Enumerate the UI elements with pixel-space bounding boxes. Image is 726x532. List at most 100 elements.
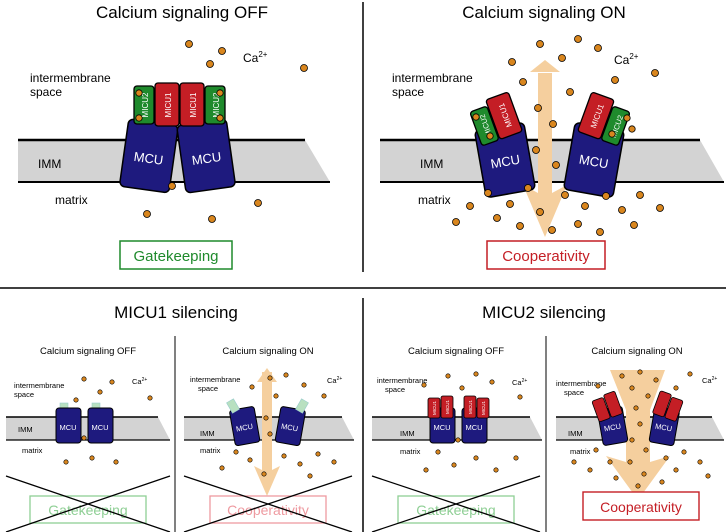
imm-label: IMM [568,429,583,438]
calcium-label: Ca2+ [243,50,268,65]
calcium-ion [635,483,641,489]
calcium-ion [519,78,527,86]
calcium-ion [558,54,566,62]
calcium-ion [549,120,557,128]
intermembrane-label: space [385,385,405,394]
mcu-channel [55,407,82,444]
micu2-faded [226,398,240,414]
micu1-subunit [652,390,672,418]
intermembrane-label: space [564,388,584,397]
calcium-ion [628,125,636,133]
cross-out-line [183,475,353,532]
panel-top-right: Calcium signaling ON intermembrane space… [380,3,724,270]
calcium-ion [216,89,224,97]
calcium-ion [218,47,226,55]
calcium-ion [643,447,649,453]
calcium-flux-arrow [606,370,670,500]
micu1-subunit [179,82,205,127]
cooperativity-label: Cooperativity [502,248,590,265]
intermembrane-label: space [30,85,62,99]
calcium-ion [73,397,79,403]
cooperativity-box-faded [209,495,327,524]
calcium-ion [261,471,267,477]
calcium-ion [508,58,516,66]
micu1-label: MICU1 [164,92,173,117]
calcium-ion [705,473,711,479]
micu1-subunit [485,91,523,140]
membrane [372,417,542,440]
calcium-ion [493,214,501,222]
subpanel-title: Calcium signaling OFF [40,346,136,357]
calcium-ion [633,405,639,411]
intermembrane-label: space [14,390,34,399]
micu1-subunit [577,91,615,140]
intermembrane-label: intermembrane [14,381,64,390]
calcium-ion [636,191,644,199]
calcium-ion [331,459,337,465]
mcu-label: MCU [235,422,253,434]
panel-micu1-silencing: MICU1 silencing Calcium signaling OFF in… [5,303,354,532]
micu1-subunit [591,397,611,422]
cooperativity-box [486,240,606,270]
calcium-ion [168,182,176,190]
calcium-ion [147,395,153,401]
calcium-ion [587,467,593,473]
calcium-ion [249,384,255,390]
mcu-channel [229,406,261,446]
calcium-ion [602,192,610,200]
calcium-ion [629,385,635,391]
calcium-ion [607,459,613,465]
calcium-ion [656,204,664,212]
intermembrane-label: space [392,85,424,99]
calcium-ion [81,376,87,382]
calcium-ion [273,393,279,399]
micu1-subunit [664,397,684,422]
calcium-ion [611,76,619,84]
calcium-ion [663,455,669,461]
calcium-ion [300,64,308,72]
calcium-ion [637,421,643,427]
calcium-ion [185,40,193,48]
calcium-ion [489,379,495,385]
mcu-label: MCU [654,422,672,434]
calcium-ion [596,228,604,236]
calcium-ion [486,132,494,140]
gatekeeping-label-faded: Gatekeeping [48,502,127,518]
micu2-label: MICU2 [141,92,150,117]
mcu-label: MCU [133,149,164,168]
gatekeeping-box [119,240,233,270]
subpanel-title: Calcium signaling ON [222,346,313,357]
calcium-ion [516,222,524,230]
calcium-ion [455,437,461,443]
matrix-label: matrix [570,447,591,456]
calcium-ion [435,449,441,455]
subpanel-off: Calcium signaling OFF intermembrane spac… [5,346,171,532]
cooperativity-label-faded: Cooperativity [227,502,309,518]
gatekeeping-box-faded [29,495,147,524]
calcium-ion [623,114,631,122]
intermembrane-label: intermembrane [190,375,240,384]
calcium-ion [459,385,465,391]
intermembrane-label: space [198,384,218,393]
calcium-ion [484,189,492,197]
calcium-ion [536,208,544,216]
micu1-label: MICU1 [432,401,437,415]
calcium-ion [297,461,303,467]
calcium-ion [506,200,514,208]
matrix-label: matrix [55,193,88,207]
micu1-subunit [427,397,441,419]
subpanel-on: Calcium signaling ON intermembrane space… [556,346,724,521]
mcu-label: MCU [59,423,76,432]
calcium-ion [673,467,679,473]
micu1-label: MICU1 [468,400,473,414]
calcium-ion [552,161,560,169]
matrix-label: matrix [200,446,221,455]
subpanel-title: Calcium signaling ON [591,346,682,357]
calcium-ion [517,394,523,400]
micu1-subunit [603,391,623,418]
calcium-ion [254,199,262,207]
calcium-label: Ca2+ [702,376,717,385]
calcium-flux-arrow-head [257,368,277,382]
calcium-ion [619,373,625,379]
calcium-ion [423,467,429,473]
